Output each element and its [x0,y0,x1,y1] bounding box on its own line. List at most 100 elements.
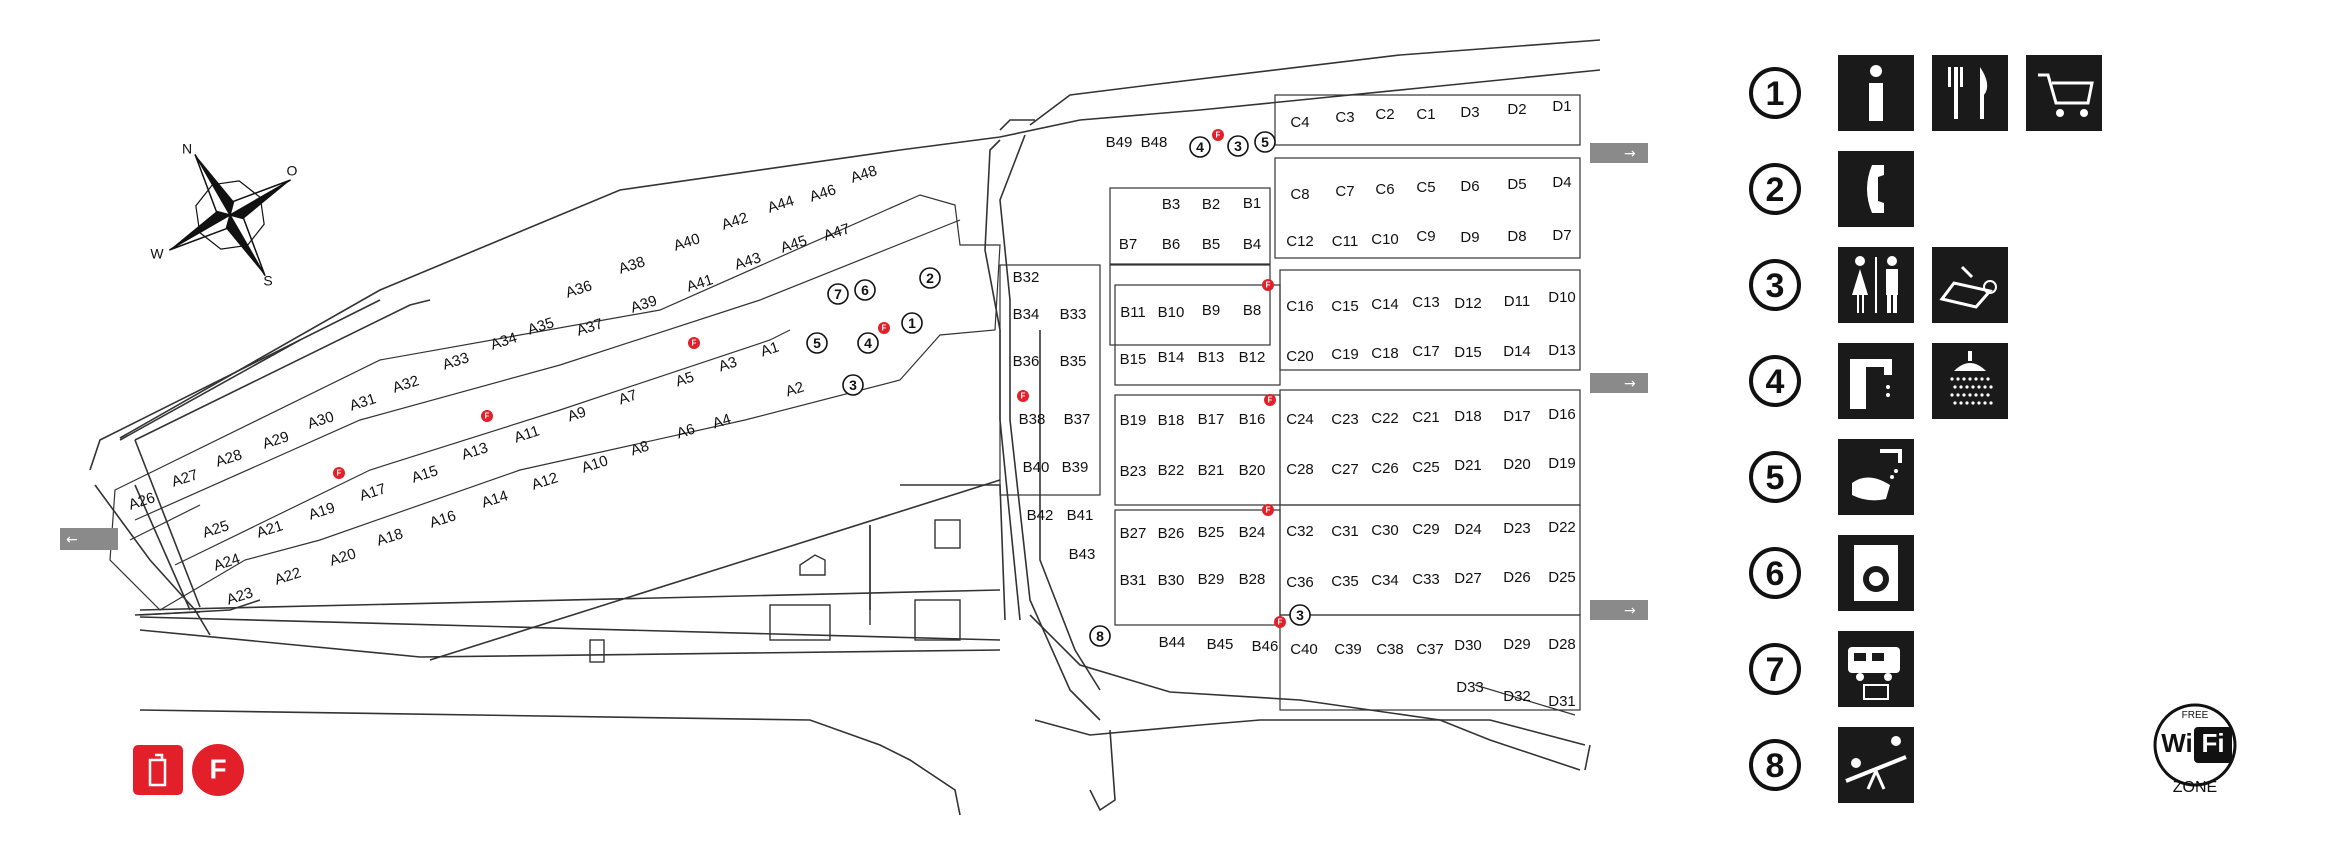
plot-c16: C16 [1286,298,1314,315]
legend-row-6: 6 [1749,535,1914,611]
plot-d19: D19 [1548,455,1576,472]
map-number-7: 7 [827,283,849,305]
plot-b2: B2 [1202,196,1220,213]
svg-text:→: → [1624,376,1636,392]
svg-text:F: F [485,412,490,421]
plot-a16: A16 [428,507,459,531]
svg-text:F: F [1216,131,1221,140]
plot-a48: A48 [849,162,880,186]
plot-b21: B21 [1198,462,1225,479]
legend-number-circle [1749,67,1801,119]
map-number-8: 8 [1089,625,1111,647]
plot-a4: A4 [710,411,733,433]
wash-hands-icon [1838,439,1914,515]
svg-text:F: F [1268,396,1273,405]
map-number-3: 3 [1289,604,1311,626]
plot-c13: C13 [1412,294,1440,311]
wifi-zone-badge: FREE Wi Fi ZONE [2153,703,2237,796]
compass-w: W [150,246,164,262]
fire-extinguisher-legend: F [133,744,244,796]
plot-d28: D28 [1548,636,1576,653]
plot-a11: A11 [512,422,542,446]
plot-b22: B22 [1158,462,1185,479]
plot-d20: D20 [1503,456,1531,473]
map-number-5: 5 [806,332,828,354]
plot-c18: C18 [1371,345,1399,362]
plot-b28: B28 [1239,571,1266,588]
plot-c17: C17 [1412,343,1440,360]
plot-b16: B16 [1239,411,1266,428]
plot-c23: C23 [1331,411,1359,428]
plot-c4: C4 [1290,114,1309,131]
plot-b40: B40 [1023,459,1050,476]
plot-a20: A20 [328,545,359,569]
plot-c20: C20 [1286,348,1314,365]
plot-b24: B24 [1239,524,1266,541]
svg-text:F: F [337,469,342,478]
fire-extinguisher-marker: F [1262,279,1274,291]
buildings [589,519,961,663]
plot-a14: A14 [480,487,511,511]
plot-a13: A13 [460,439,491,463]
fire-extinguisher-marker: F [333,467,345,479]
plot-labels: A1A2A3A4A5A6A7A8A9A10A11A12A13A14A15A16A… [127,98,1576,710]
plot-a21: A21 [255,517,286,541]
plot-d7: D7 [1552,227,1571,244]
plot-b8: B8 [1243,302,1261,319]
svg-text:3: 3 [849,377,857,393]
plot-b34: B34 [1013,306,1040,323]
compass-n: N [182,141,192,157]
plot-c3: C3 [1335,109,1354,126]
plot-c6: C6 [1375,181,1394,198]
plot-c31: C31 [1331,523,1359,540]
plot-b14: B14 [1158,349,1185,366]
plot-d29: D29 [1503,636,1531,653]
plot-c38: C38 [1376,641,1404,658]
plot-d33: D33 [1456,679,1484,696]
compass-o: O [287,163,298,179]
plot-d15: D15 [1454,344,1482,361]
plot-a35: A35 [526,314,557,338]
legend-number-circle [1749,259,1801,311]
svg-text:7: 7 [834,286,842,302]
plot-d26: D26 [1503,569,1531,586]
plot-b43: B43 [1069,546,1096,563]
legend-number: 4 [1766,363,1785,401]
plot-a5: A5 [673,369,696,391]
svg-text:F: F [209,753,226,784]
plot-b18: B18 [1158,412,1185,429]
svg-text:F: F [882,324,887,333]
plot-b44: B44 [1159,634,1186,651]
map-number-4: 4 [857,332,879,354]
plot-b7: B7 [1119,236,1137,253]
svg-text:F: F [1278,618,1283,627]
plot-a28: A28 [214,446,245,470]
plot-b39: B39 [1062,459,1089,476]
plot-a2: A2 [783,379,806,401]
plot-a44: A44 [766,192,797,216]
plot-d8: D8 [1507,228,1526,245]
plot-b15: B15 [1120,351,1147,368]
svg-text:F: F [692,339,697,348]
plot-c7: C7 [1335,183,1354,200]
plot-a8: A8 [628,438,651,460]
legend-row-3: 3 [1749,247,2008,323]
map-number-4: 4 [1189,136,1211,158]
plot-d23: D23 [1503,520,1531,537]
plot-d5: D5 [1507,176,1526,193]
plot-b6: B6 [1162,236,1180,253]
plot-a1: A1 [758,339,781,361]
fire-extinguisher-marker: F [1212,129,1224,141]
svg-text:4: 4 [1196,139,1204,155]
plot-a6: A6 [674,421,697,443]
legend-row-2: 2 [1749,151,1914,227]
plot-a47: A47 [822,220,853,244]
plot-c27: C27 [1331,461,1359,478]
exit-sign-right-top: → [1590,143,1648,163]
toilets-icon [1838,247,1914,323]
plot-a36: A36 [564,277,595,301]
plot-a18: A18 [375,525,406,549]
